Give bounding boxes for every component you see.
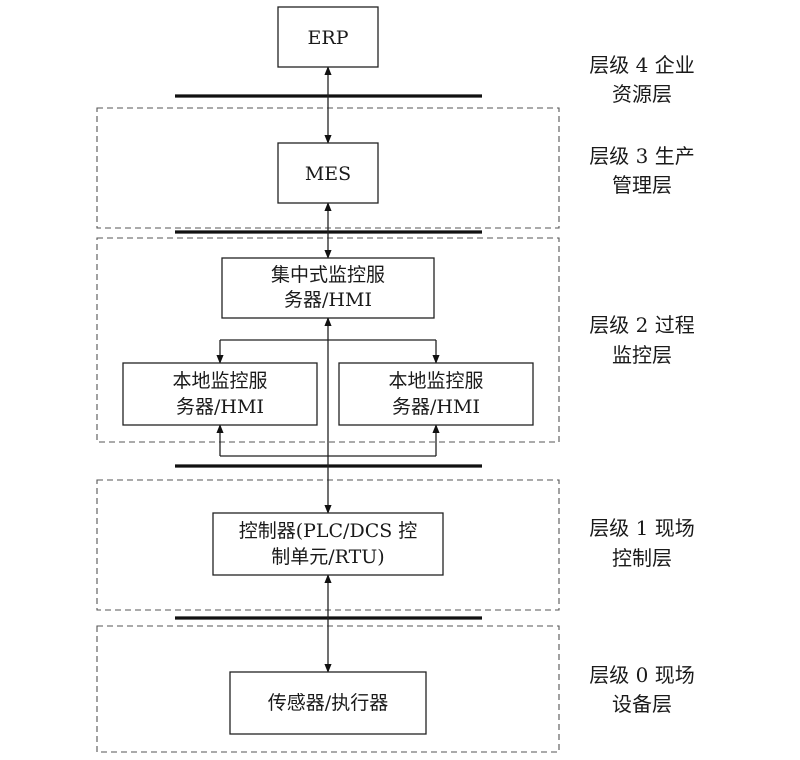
level-3-line1: 层级 3 生产 (589, 144, 694, 168)
local-server-left-label-line2: 务器/HMI (176, 396, 264, 418)
sensor-actuator-node: 传感器/执行器 (229, 671, 427, 735)
level-4-line2: 资源层 (612, 82, 672, 106)
level-2-line1: 层级 2 过程 (589, 313, 694, 337)
level-2-label: 层级 2 过程 监控层 (589, 313, 694, 367)
controller-label-line2: 制单元/RTU) (271, 546, 384, 568)
level-1-line2: 控制层 (612, 546, 672, 570)
level-1-label: 层级 1 现场 控制层 (589, 516, 694, 570)
central-server-label-line2: 务器/HMI (284, 289, 372, 311)
level-3-line2: 管理层 (612, 173, 672, 197)
central-server-label-line1: 集中式监控服 (271, 264, 385, 286)
level-0-line1: 层级 0 现场 (589, 663, 694, 687)
level-1-line1: 层级 1 现场 (589, 516, 694, 540)
erp-label: ERP (308, 27, 349, 49)
erp-node: ERP (277, 6, 379, 68)
local-server-left-label-line1: 本地监控服 (172, 370, 267, 392)
local-server-right-label-line2: 务器/HMI (392, 396, 480, 418)
level-3-label: 层级 3 生产 管理层 (589, 144, 694, 197)
mes-label: MES (305, 163, 351, 185)
sensor-actuator-label: 传感器/执行器 (268, 692, 388, 714)
level-2-line2: 监控层 (612, 343, 672, 367)
local-server-right-node: 本地监控服 务器/HMI (338, 362, 534, 426)
local-server-left-node: 本地监控服 务器/HMI (122, 362, 318, 426)
central-server-node: 集中式监控服 务器/HMI (221, 257, 435, 319)
controller-label-line1: 控制器(PLC/DCS 控 (239, 520, 418, 542)
level-4-line1: 层级 4 企业 (589, 53, 694, 77)
level-0-line2: 设备层 (612, 692, 672, 716)
local-server-right-label-line1: 本地监控服 (388, 370, 483, 392)
level-0-label: 层级 0 现场 设备层 (589, 663, 694, 716)
controller-node: 控制器(PLC/DCS 控 制单元/RTU) (212, 512, 444, 576)
mes-node: MES (277, 142, 379, 204)
level-4-label: 层级 4 企业 资源层 (589, 53, 694, 106)
